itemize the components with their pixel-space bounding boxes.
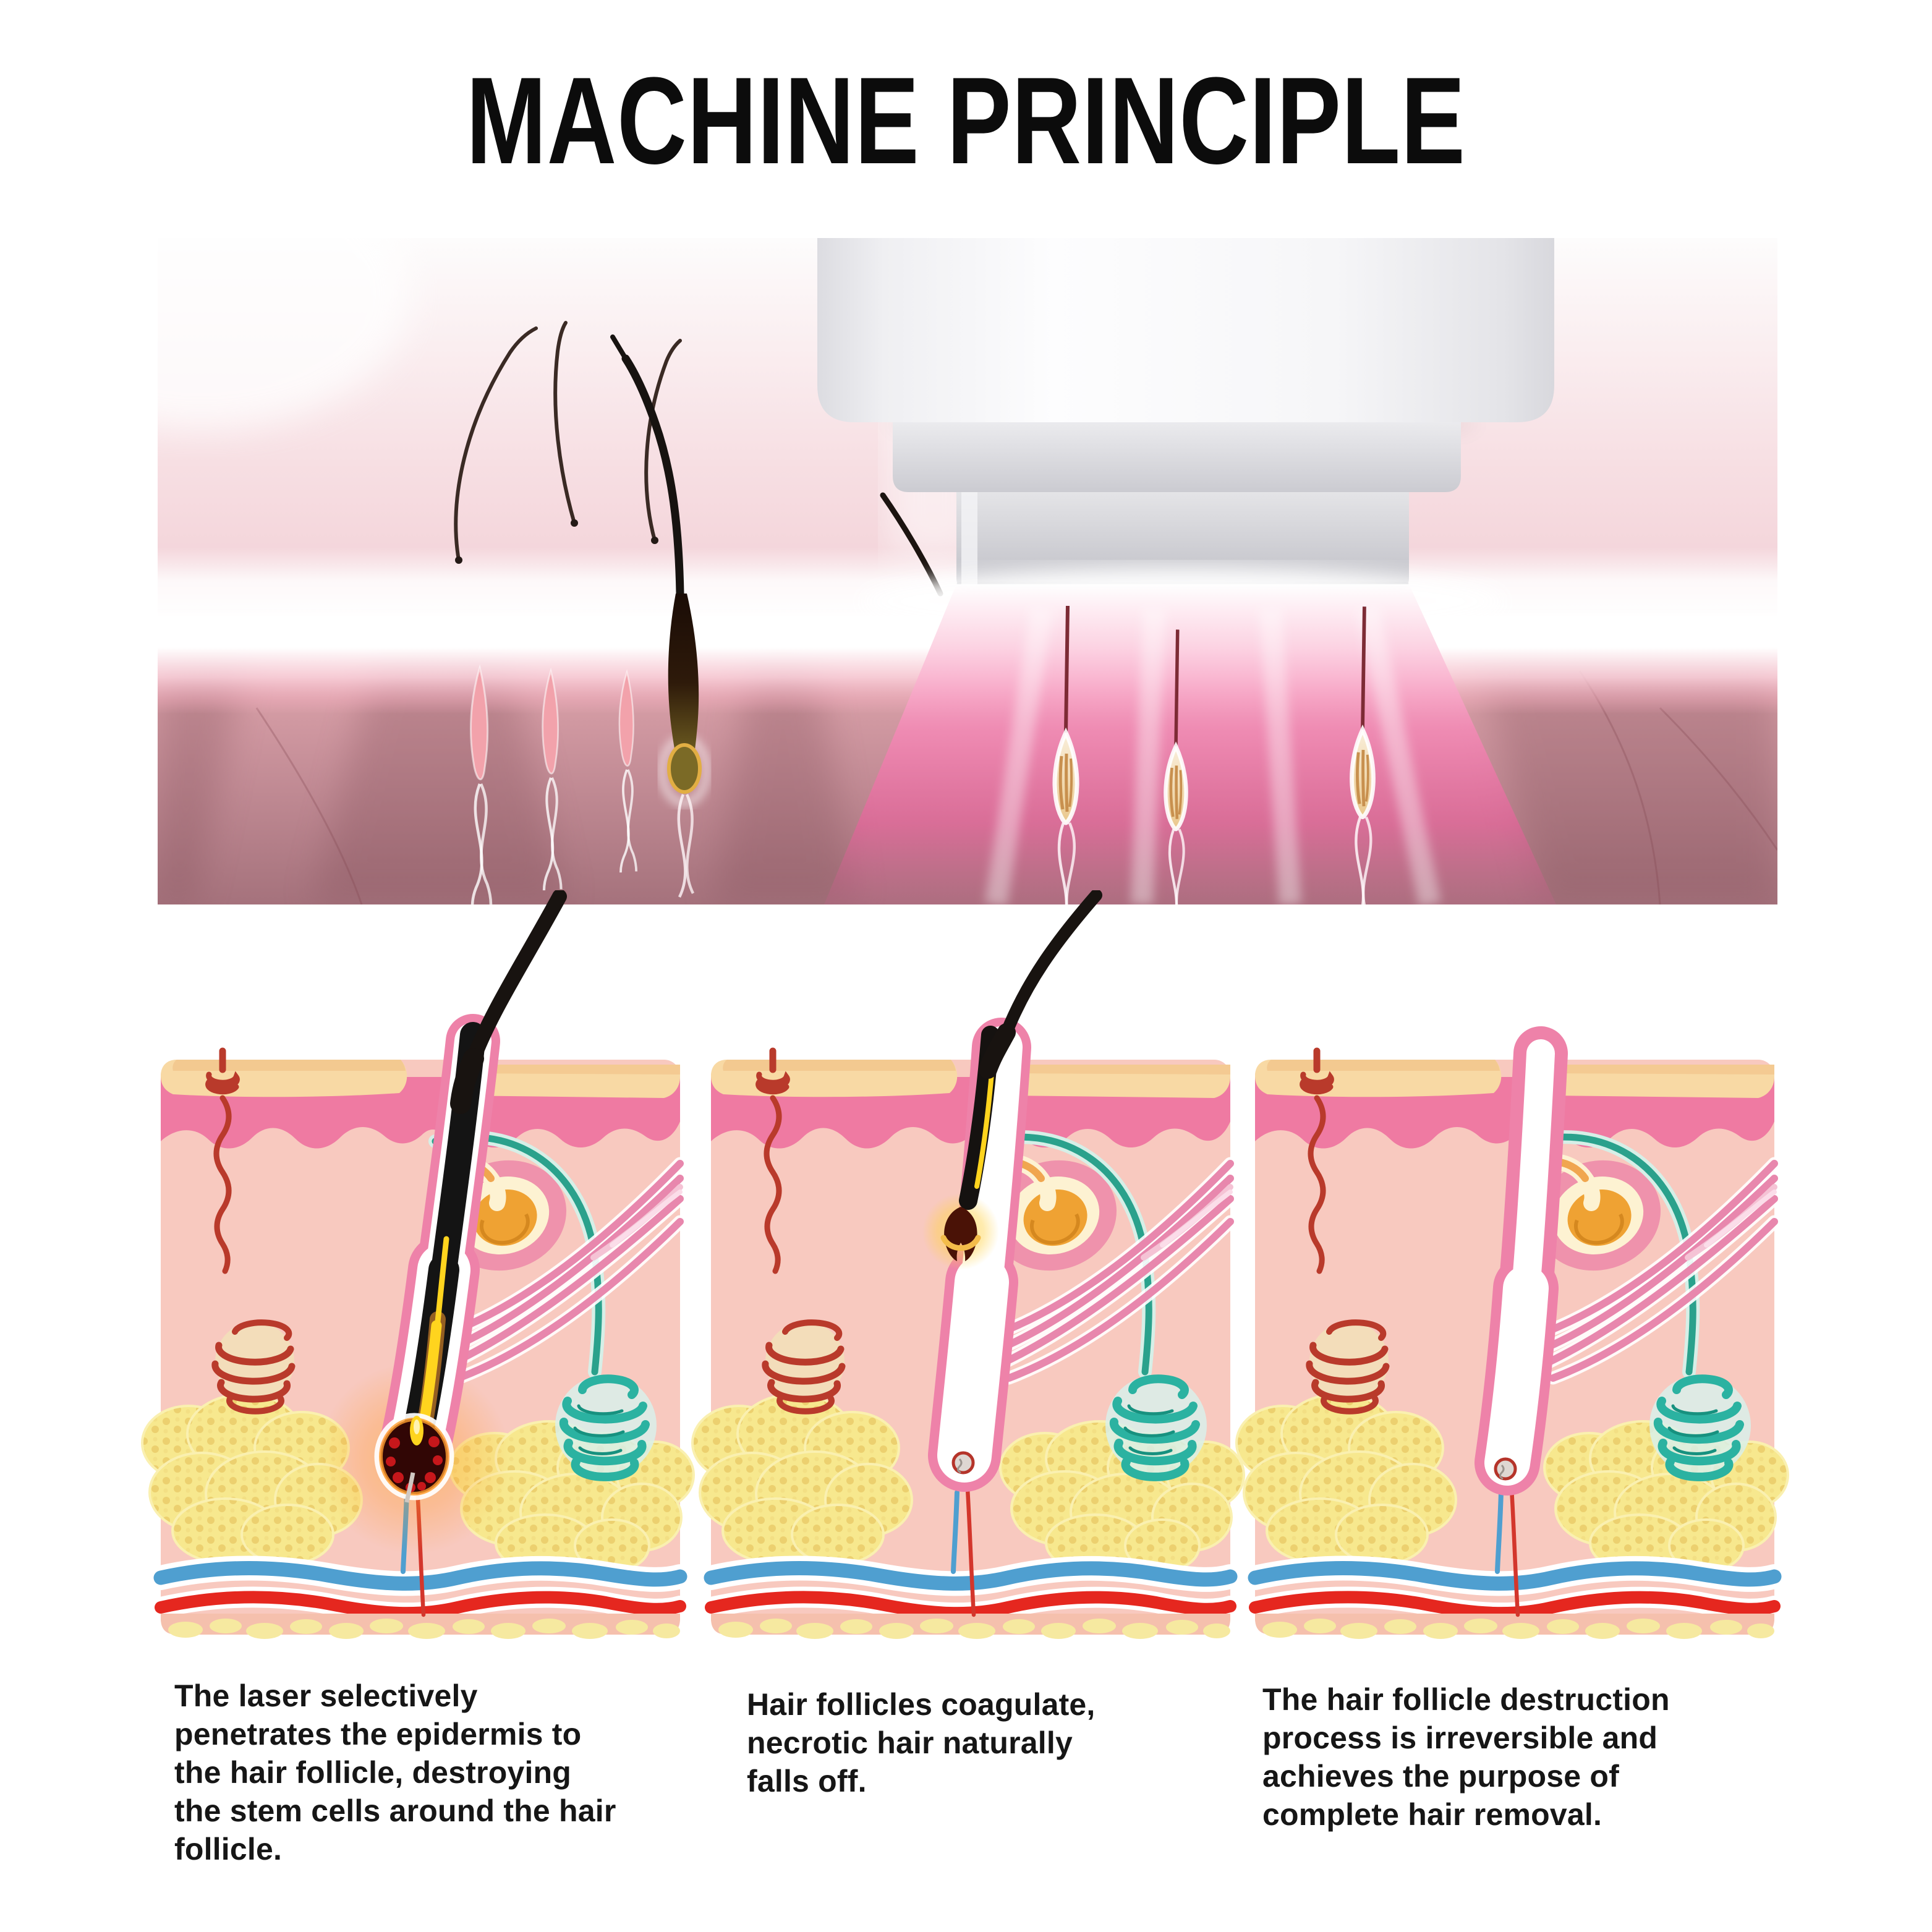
- diagram-stage-1-laser-destroys-follicle: [161, 1014, 680, 1635]
- pigmented-hair-follicle: [610, 334, 709, 898]
- caption-stage-2: Hair follicles coagulate, necrotic hair …: [747, 1687, 1096, 1798]
- laser-light-beam: [824, 567, 1556, 904]
- page-title: MACHINE PRINCIPLE: [0, 59, 1932, 183]
- hair-tips: [455, 519, 658, 564]
- diagram-stage-2-hair-detaches: [711, 1018, 1230, 1635]
- follicle-destruction-dots: [386, 1436, 443, 1492]
- page-title-text: MACHINE PRINCIPLE: [466, 52, 1466, 190]
- follicle-empty: [1475, 1026, 1568, 1496]
- laser-handpiece: [817, 238, 1554, 592]
- dermal-papilla: [951, 1451, 975, 1475]
- laser-handpiece-illustration: [158, 238, 1777, 904]
- hero-illustration: [158, 238, 1777, 904]
- follicle-with-hair-laser: [318, 1014, 510, 1554]
- caption-stage-1: The laser selectively penetrates the epi…: [174, 1679, 616, 1866]
- caption-stage-3: The hair follicle destruction process is…: [1262, 1682, 1670, 1832]
- diagram-stage-3-follicle-destroyed: [1255, 1026, 1774, 1635]
- epilated-hairs: [454, 321, 682, 562]
- dermal-papilla: [1494, 1457, 1517, 1481]
